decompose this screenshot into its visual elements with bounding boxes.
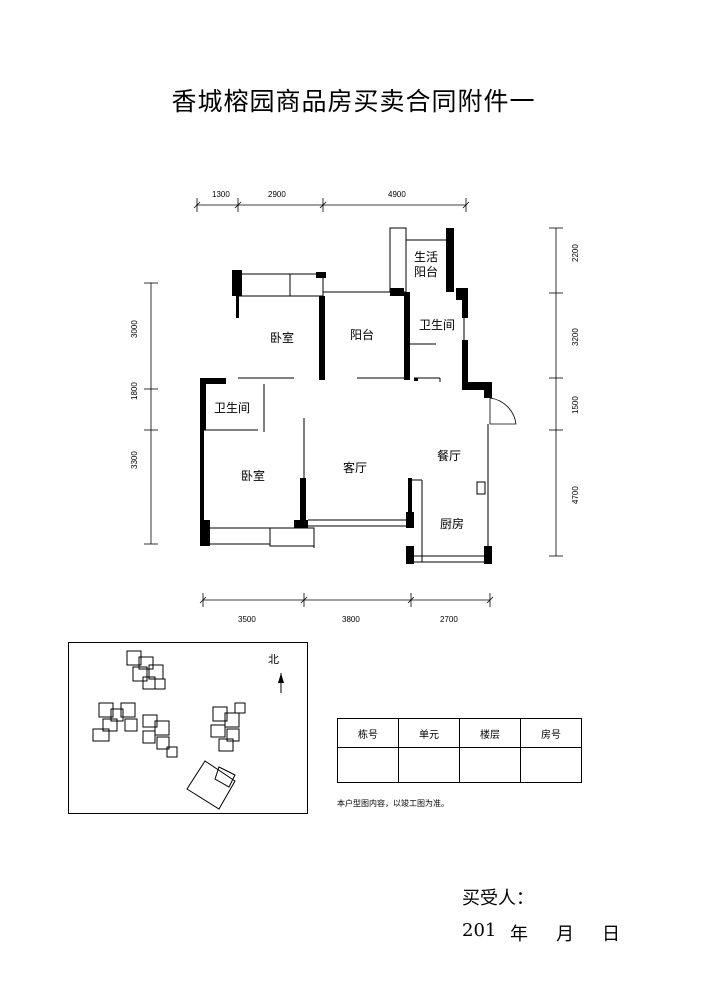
building-block-1	[126, 650, 166, 690]
building-block-3	[142, 714, 178, 758]
site-plan	[68, 642, 308, 814]
site-plan-drawing	[92, 650, 284, 810]
month-label: 月	[556, 924, 574, 945]
dimension-lines	[144, 198, 563, 607]
day-label: 日	[602, 924, 620, 945]
year-prefix: 201	[462, 920, 497, 941]
dim-right-4: 4700	[571, 486, 580, 504]
header-building-no: 栋号	[337, 718, 399, 748]
disclaimer-note: 本户型图内容，以竣工图为准。	[337, 799, 449, 808]
dim-bottom-2: 3800	[342, 615, 360, 624]
room-dining: 餐厅	[437, 448, 461, 463]
structural-walls	[200, 228, 492, 564]
value-floor[interactable]	[459, 747, 521, 783]
floor-plan: 1300 2900 4900 2200 3200 1500 4700 3000 …	[130, 190, 580, 624]
dim-bottom-3: 2700	[440, 615, 458, 624]
room-bedroom-bottom: 卧室	[241, 468, 265, 483]
buyer-label: 买受人：	[462, 888, 534, 909]
room-living-balcony-line2: 阳台	[414, 264, 438, 279]
dim-left-2: 1800	[130, 382, 139, 400]
dim-left-3: 3300	[130, 451, 139, 469]
dim-top-1: 1300	[212, 190, 230, 199]
room-bathroom-left: 卫生间	[214, 401, 250, 415]
value-building-no[interactable]	[337, 747, 399, 783]
dim-left-1: 3000	[130, 320, 139, 338]
dim-bottom-1: 3500	[238, 615, 256, 624]
table-header-row: 栋号 单元 楼层 房号	[337, 718, 582, 748]
document-title: 香城榕园商品房买卖合同附件一	[171, 87, 536, 116]
value-room-no[interactable]	[520, 747, 582, 783]
room-kitchen: 厨房	[440, 516, 464, 531]
year-label: 年	[510, 924, 528, 945]
north-label: 北	[268, 653, 279, 666]
room-living-balcony-line1: 生活	[414, 250, 438, 264]
header-unit: 单元	[398, 718, 460, 748]
room-bedroom-top: 卧室	[270, 330, 294, 345]
building-block-2	[92, 702, 138, 742]
building-block-5	[186, 760, 236, 810]
room-balcony: 阳台	[350, 327, 374, 342]
thin-walls	[204, 227, 489, 563]
dim-right-2: 3200	[571, 328, 580, 346]
dim-right-3: 1500	[571, 396, 580, 414]
header-floor: 楼层	[459, 718, 521, 748]
unit-info-table: 栋号 单元 楼层 房号	[337, 718, 582, 783]
dim-right-1: 2200	[571, 244, 580, 262]
room-bathroom-right: 卫生间	[419, 318, 455, 332]
signature-date: 201 年 月 日	[462, 920, 642, 945]
building-block-4	[210, 702, 246, 752]
dim-top-3: 4900	[388, 190, 406, 199]
entry-door-swing	[489, 397, 517, 425]
north-arrow-icon	[278, 673, 284, 693]
value-unit[interactable]	[398, 747, 460, 783]
dim-top-2: 2900	[268, 190, 286, 199]
room-living: 客厅	[343, 460, 367, 475]
table-row	[337, 747, 582, 783]
header-room-no: 房号	[520, 718, 582, 748]
